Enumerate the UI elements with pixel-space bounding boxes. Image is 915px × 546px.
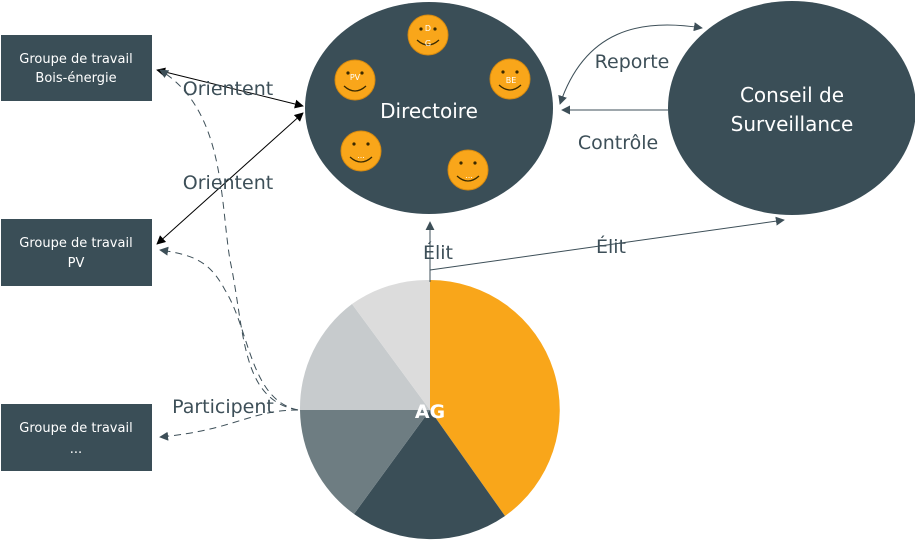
conseil-title-line1: Conseil de <box>740 83 844 107</box>
connector-reporte <box>558 22 703 105</box>
ag-slice-dark <box>354 410 505 540</box>
group-label-line2: ... <box>70 442 82 457</box>
conseil-node: Conseil de Surveillance <box>668 1 915 215</box>
ag-slice-lighter <box>352 279 430 410</box>
connector-participent-bois <box>159 69 299 411</box>
smiley-label: D <box>425 24 431 33</box>
label-controle: Contrôle <box>578 132 658 154</box>
label-reporte: Reporte <box>595 51 670 73</box>
smiley-label: G <box>425 39 431 48</box>
ag-slice-mid <box>300 410 430 514</box>
label-elit-conseil: Élit <box>596 235 626 258</box>
ag-slice-light <box>299 304 430 410</box>
group-box-bois-energie: Groupe de travail Bois-énergie <box>1 35 152 101</box>
conseil-title-line2: Surveillance <box>731 112 854 136</box>
connector-participent-other <box>159 409 299 441</box>
smiley-label: PV <box>350 73 361 82</box>
smiley-label: ... <box>465 171 473 180</box>
smiley-other-right-icon: ... <box>447 149 489 191</box>
label-orientent-2: Orientent <box>183 172 273 194</box>
label-elit-directoire: Élit <box>423 241 453 264</box>
smiley-be-icon: BE <box>489 58 531 100</box>
smiley-other-left-icon: ... <box>340 130 382 172</box>
ag-pie: AG <box>299 279 560 540</box>
group-label-line2: Bois-énergie <box>35 71 116 86</box>
ag-slice-orange <box>430 280 560 516</box>
connector-orientent-pv <box>156 112 304 245</box>
group-label-line1: Groupe de travail <box>19 236 132 251</box>
smiley-label: BE <box>506 76 517 85</box>
group-box-other: Groupe de travail ... <box>1 404 152 471</box>
directoire-title: Directoire <box>380 99 478 123</box>
smiley-pv-icon: PV <box>334 59 376 101</box>
group-label-line1: Groupe de travail <box>19 421 132 436</box>
smiley-label: ... <box>357 151 365 160</box>
smiley-dg-icon: D G <box>407 14 449 56</box>
label-participent: Participent <box>172 396 274 418</box>
connector-participent-pv <box>159 246 299 411</box>
group-label-line1: Groupe de travail <box>19 52 132 67</box>
connector-orientent-bois <box>156 67 304 109</box>
ag-label: AG <box>415 401 445 423</box>
label-orientent-1: Orientent <box>183 78 273 100</box>
group-label-line2: PV <box>68 256 85 271</box>
connector-elit-conseil <box>429 216 785 271</box>
group-box-pv: Groupe de travail PV <box>1 219 152 286</box>
